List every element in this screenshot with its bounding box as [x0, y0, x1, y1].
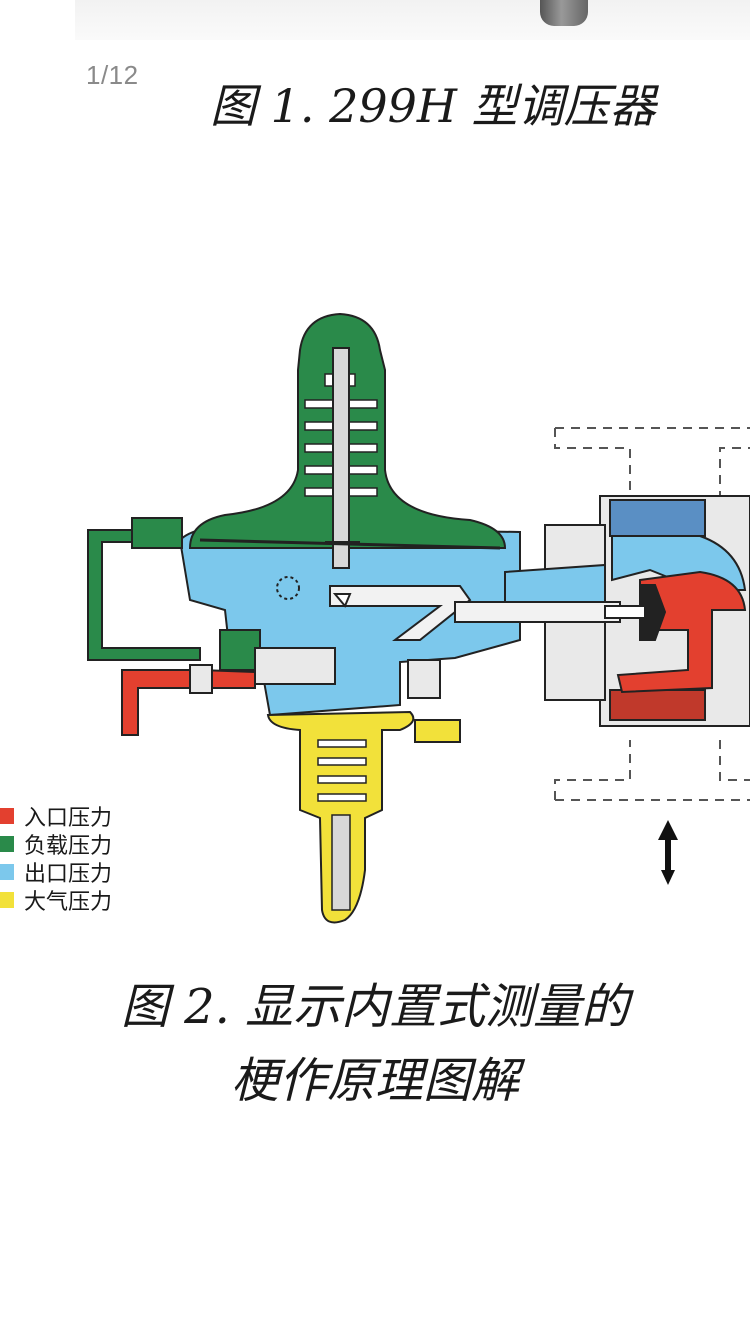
regulator-schematic-svg: [87, 312, 750, 924]
lever-arm: [329, 585, 621, 641]
legend-swatch-yellow: [0, 892, 14, 908]
pipe-outline-dashed: [554, 427, 750, 801]
legend-label: 大气压力: [24, 890, 113, 915]
page-indicator: 1/12: [86, 60, 139, 90]
regulator-bottom-fragment: [540, 0, 588, 26]
relief-spring: [317, 739, 367, 911]
valve-disc: [604, 584, 667, 641]
legend-label: 入口压力: [24, 806, 113, 831]
regulator-schematic: [0, 310, 750, 950]
inlet-threads-top: [609, 499, 706, 537]
legend-swatch-blue: [0, 864, 14, 880]
legend-swatch-red: [0, 808, 14, 824]
figure-1-title: 图 1. 299H 型调压器: [210, 79, 656, 133]
adjusting-stem: [199, 347, 501, 569]
legend-item-inlet: 入口压力: [0, 802, 113, 831]
flow-direction-arrow-icon: [658, 820, 678, 885]
legend-item-loading: 负载压力: [0, 830, 113, 859]
legend-label: 出口压力: [24, 862, 113, 887]
previous-page-strip: [75, 0, 750, 40]
legend-swatch-green: [0, 836, 14, 852]
legend-item-atmospheric: 大气压力: [0, 886, 113, 915]
figure-2-caption-line-2: 梗作原理图解: [230, 1053, 519, 1109]
figure-2-caption: 图 2. 显示内置式测量的 梗作原理图解: [0, 970, 750, 1118]
legend-item-outlet: 出口压力: [0, 858, 113, 887]
inlet-threads-bottom: [609, 689, 706, 721]
legend-label: 负载压力: [24, 834, 113, 859]
pressure-legend: 入口压力 负载压力 出口压力 大气压力: [0, 802, 113, 915]
relief-valve: [189, 647, 441, 699]
figure-2-caption-line-1: 图 2. 显示内置式测量的: [120, 979, 630, 1035]
